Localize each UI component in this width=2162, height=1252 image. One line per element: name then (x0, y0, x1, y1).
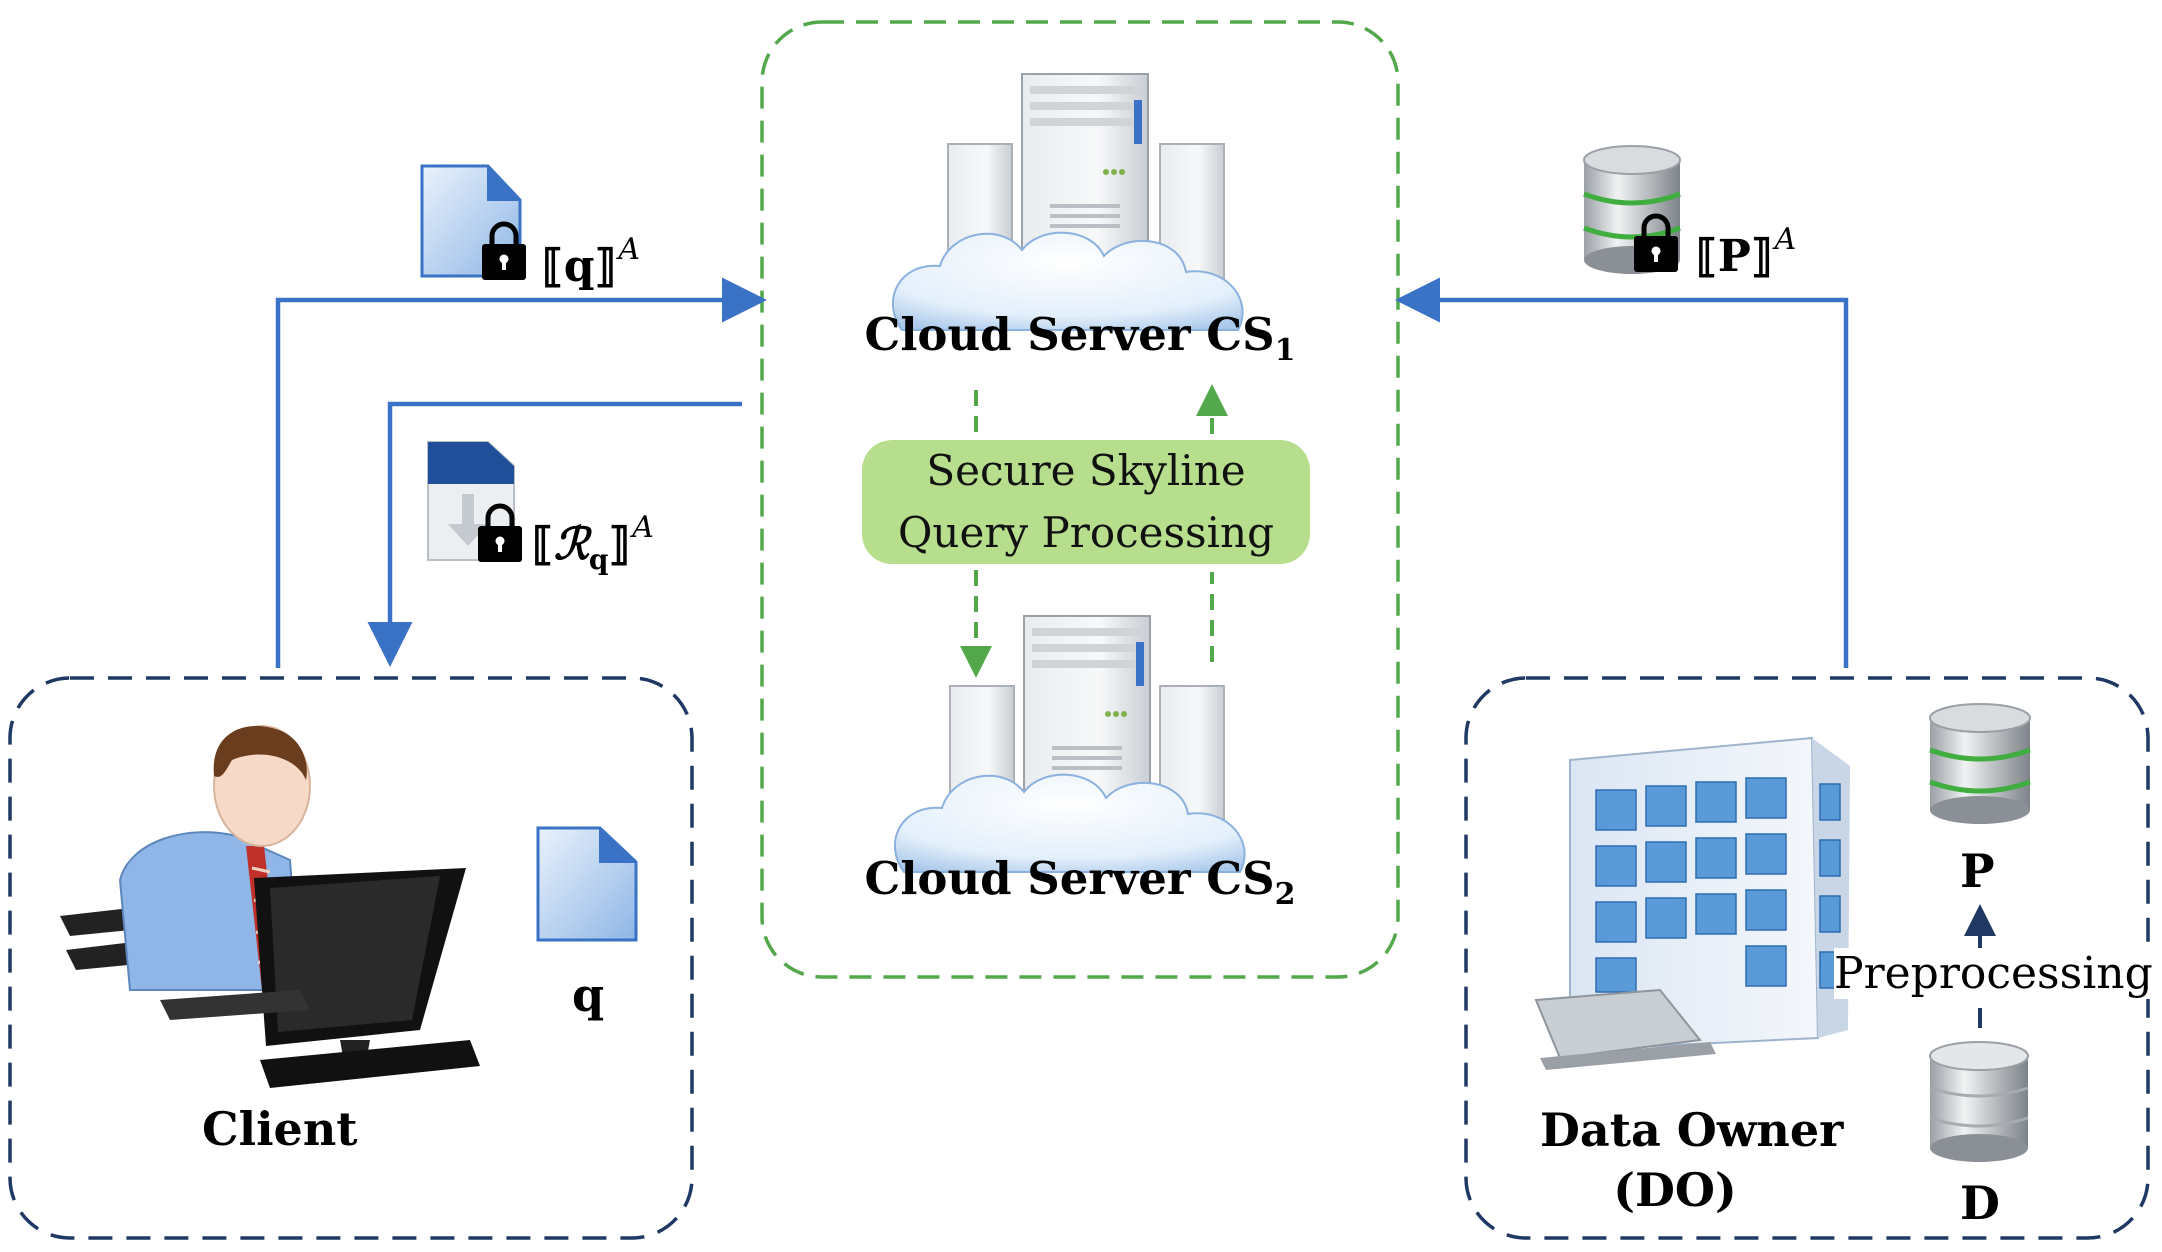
encrypted-query-label: ⟦q⟧A (542, 232, 641, 292)
lock-icon (482, 221, 526, 280)
upload-arrow (1395, 277, 1849, 668)
query-document-icon (536, 826, 638, 942)
lock-icon (1634, 213, 1678, 272)
process-line-2: Query Processing (898, 508, 1274, 557)
server-icon (949, 615, 1225, 837)
query-q-label: q (572, 968, 605, 1022)
preprocessing-label: Preprocessing (1834, 948, 2153, 999)
cs1-label: Cloud Server CS1 (864, 308, 1296, 368)
cloud-server-cs2-icon (893, 615, 1246, 873)
result-arrow (367, 401, 742, 667)
encrypted-database-icon (1583, 145, 1681, 274)
encrypted-query-icon (420, 164, 526, 280)
encrypted-result-label: ⟦ℛq⟧A (532, 510, 654, 576)
cloud-icon (891, 231, 1244, 331)
lock-icon (478, 503, 522, 562)
cloud-icon (893, 773, 1246, 873)
office-building-icon (1534, 736, 1850, 1070)
dataset-d-label: D (1960, 1176, 2000, 1230)
encrypted-data-label: ⟦P⟧A (1696, 222, 1797, 282)
data-owner-label: Data Owner (DO) (1540, 1103, 1844, 1217)
encrypted-result-icon (427, 441, 522, 562)
user-at-computer-icon (60, 725, 480, 1088)
query-arrow (275, 277, 767, 668)
cloud-region-border (760, 20, 1400, 979)
process-line-1: Secure Skyline (926, 446, 1246, 495)
database-p-icon (1929, 703, 2031, 824)
client-label: Client (202, 1102, 358, 1156)
client-region-border (8, 676, 694, 1240)
dataset-p-label: P (1960, 844, 1995, 898)
cloud-server-cs1-icon (891, 73, 1244, 331)
cs2-label: Cloud Server CS2 (864, 852, 1296, 912)
secure-skyline-process-box: Secure Skyline Query Processing (862, 440, 1310, 564)
database-d-icon (1929, 1041, 2029, 1162)
